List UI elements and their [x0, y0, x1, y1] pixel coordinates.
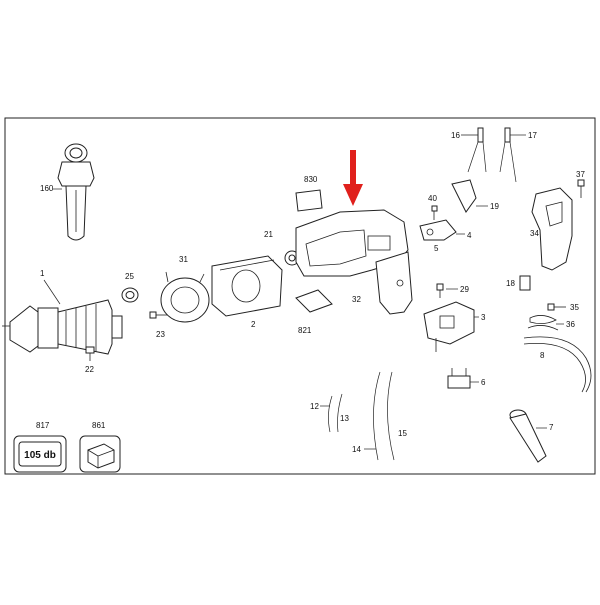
label-5: 5: [434, 244, 439, 253]
label-37: 37: [576, 170, 585, 179]
part-160-side-handle[interactable]: [57, 143, 95, 241]
label-22: 22: [85, 365, 94, 374]
highlight-arrow: [343, 150, 363, 206]
label-1: 1: [40, 269, 45, 278]
part-821-label[interactable]: [295, 289, 333, 313]
part-31-baffle[interactable]: [160, 271, 210, 323]
part-34-handle-cover[interactable]: [531, 187, 573, 271]
part-29-screw[interactable]: [436, 283, 444, 298]
part-36-cord-clamp[interactable]: [527, 315, 559, 331]
part-37-screw[interactable]: [577, 179, 585, 198]
label-29: 29: [460, 285, 469, 294]
label-34: 34: [530, 229, 539, 238]
part-17-brush-lead[interactable]: [499, 127, 517, 183]
label-14: 14: [352, 445, 361, 454]
label-36: 36: [566, 320, 575, 329]
leader-1: [43, 279, 61, 305]
part-14-lead-wire[interactable]: [373, 371, 381, 461]
label-32: 32: [352, 295, 361, 304]
part-35-screw[interactable]: [547, 303, 566, 311]
label-817: 817: [36, 421, 50, 430]
part-6-capacitor[interactable]: [447, 368, 471, 389]
label-12: 12: [310, 402, 319, 411]
label-18: 18: [506, 279, 515, 288]
label-830: 830: [304, 175, 318, 184]
label-21: 21: [264, 230, 273, 239]
label-160: 160: [40, 184, 54, 193]
label-35: 35: [570, 303, 579, 312]
part-32-housing[interactable]: [295, 209, 413, 315]
part-16-brush-lead[interactable]: [467, 127, 487, 173]
part-4-switch-lever[interactable]: [419, 219, 457, 241]
diagram-frame: [4, 117, 596, 475]
label-15: 15: [398, 429, 407, 438]
label-8: 8: [540, 351, 545, 360]
part-861-carry-case[interactable]: [79, 435, 121, 473]
part-817-sound-label[interactable]: 105 db: [13, 435, 67, 473]
part-830-label[interactable]: [295, 189, 323, 212]
part-2-stator[interactable]: [211, 255, 283, 317]
label-19: 19: [490, 202, 499, 211]
part-8-cable[interactable]: [523, 336, 592, 393]
label-23: 23: [156, 330, 165, 339]
part-1-armature[interactable]: [2, 299, 123, 355]
part-25-bearing[interactable]: [121, 287, 139, 303]
part-18-carbon-brush[interactable]: [519, 275, 531, 291]
part-40-screw[interactable]: [431, 205, 438, 220]
sound-level-text: 105 db: [24, 450, 56, 461]
part-19-clip[interactable]: [451, 179, 477, 213]
part-15-lead-wire[interactable]: [387, 371, 395, 461]
label-861: 861: [92, 421, 106, 430]
label-2: 2: [251, 320, 256, 329]
label-25: 25: [125, 272, 134, 281]
label-31: 31: [179, 255, 188, 264]
label-13: 13: [340, 414, 349, 423]
label-40: 40: [428, 194, 437, 203]
label-4: 4: [467, 231, 472, 240]
label-821: 821: [298, 326, 312, 335]
label-6: 6: [481, 378, 486, 387]
part-22-screw[interactable]: [85, 346, 95, 361]
label-7: 7: [549, 423, 554, 432]
part-13-lead-wire[interactable]: [337, 393, 343, 433]
part-3-switch[interactable]: [423, 301, 475, 352]
label-16: 16: [451, 131, 460, 140]
part-7-cord-guard[interactable]: [509, 409, 547, 463]
label-17: 17: [528, 131, 537, 140]
label-3: 3: [481, 313, 486, 322]
part-12-lead-wire[interactable]: [328, 395, 333, 433]
